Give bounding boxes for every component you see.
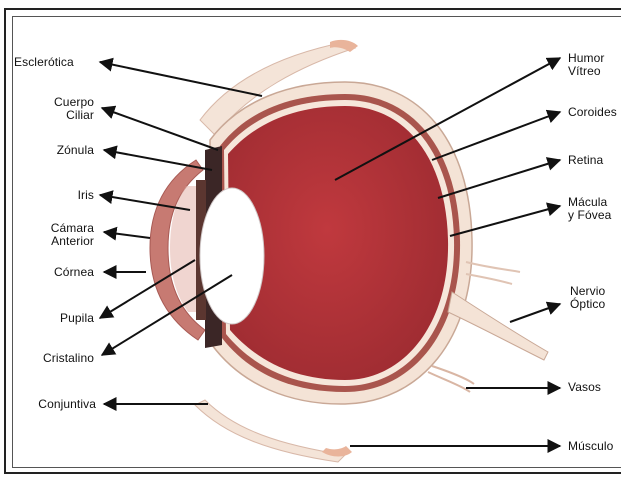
- label-cuerpo-ciliar: Cuerpo Ciliar: [36, 96, 94, 122]
- label-cristalino: Cristalino: [24, 352, 94, 365]
- arrow-coroides: [432, 112, 560, 160]
- arrow-esclerotica: [100, 62, 262, 96]
- label-vasos: Vasos: [568, 381, 601, 394]
- label-camara-anterior: Cámara Anterior: [30, 222, 94, 248]
- label-nervio-optico: Nervio Óptico: [570, 285, 605, 311]
- arrow-nervio-optico: [510, 304, 560, 322]
- label-conjuntiva: Conjuntiva: [18, 398, 96, 411]
- label-macula-fovea: Mácula y Fóvea: [568, 196, 611, 222]
- label-cornea: Córnea: [30, 266, 94, 279]
- label-coroides: Coroides: [568, 106, 617, 119]
- label-retina: Retina: [568, 154, 603, 167]
- arrow-cuerpo-ciliar: [102, 108, 218, 150]
- optic-nerve: [448, 292, 548, 360]
- lens: [200, 188, 264, 324]
- label-zonula: Zónula: [38, 144, 94, 157]
- label-esclerotica: Esclerótica: [14, 56, 74, 69]
- label-musculo: Músculo: [568, 440, 613, 453]
- lower-eyelid: [195, 400, 345, 462]
- label-iris: Iris: [40, 189, 94, 202]
- label-humor-vitreo: Humor Vítreo: [568, 52, 605, 78]
- label-pupila: Pupila: [30, 312, 94, 325]
- vessels-upper: [466, 262, 520, 284]
- arrow-camara-anterior: [104, 232, 150, 238]
